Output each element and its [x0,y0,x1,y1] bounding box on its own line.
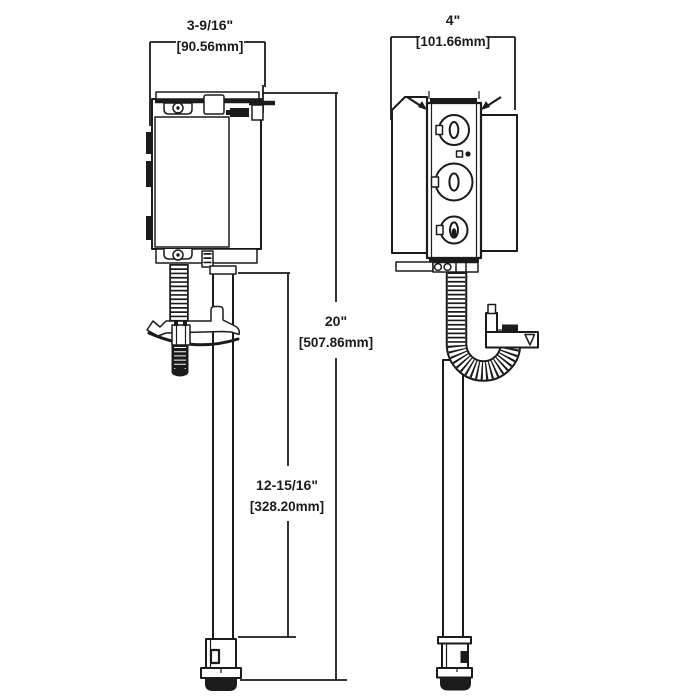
control-panel-front [425,98,483,260]
dim-lower-tube-metric-label: [328.20mm] [250,499,324,514]
dim-overall-height: 20" [507.86mm] [240,92,373,681]
dim-overall-height-metric-label: [507.86mm] [299,335,373,350]
spray-head-side [171,345,189,377]
dim-side-width: 3-9/16" [90.56mm] [149,17,266,126]
mount-tab [146,216,153,240]
control-box-side [146,85,275,268]
dim-side-width-inches-label: 3-9/16" [187,17,233,33]
dim-side-width-metric-label: [90.56mm] [177,39,244,54]
top-cap-slot [448,121,460,139]
connector-plug-glyph [230,108,249,117]
box-cover-panel [154,116,230,248]
dim-front-width-metric-label: [101.66mm] [416,34,490,49]
tube-end-fitting-front [436,636,473,691]
mount-tab [146,132,153,154]
bracket-knob [487,303,497,315]
indicator-dot [465,151,471,157]
bracket-notch [524,333,536,346]
supply-hose-front [445,268,522,382]
dim-front-width-inches-label: 4" [446,12,460,28]
corner-pointer-arrows [406,91,502,110]
front-view: 4" [101.66mm] [390,12,539,691]
middle-cap-slot [448,172,460,192]
dim-lower-tube: 12-15/16" [328.20mm] [238,272,324,638]
base-screw [443,262,452,272]
down-tube-front [442,359,464,640]
panel-base [395,258,479,273]
dim-lower-tube-inches-label: 12-15/16" [256,477,318,493]
dim-overall-height-inches-label: 20" [325,313,347,329]
mount-tab [146,161,153,187]
holder-bracket-front [485,303,539,349]
hose-clamp [171,324,191,346]
tube-top-connector [209,265,237,275]
side-view: 3-9/16" [90.56mm] 20" [507.86mm] 12-15/1… [146,17,373,691]
dim-front-width: 4" [101.66mm] [390,12,516,120]
tube-end-fitting-side [200,638,242,691]
base-screw [433,262,443,272]
indicator-window [455,150,464,158]
holder-bracket-side [146,305,240,347]
bracket-clip [502,324,518,333]
